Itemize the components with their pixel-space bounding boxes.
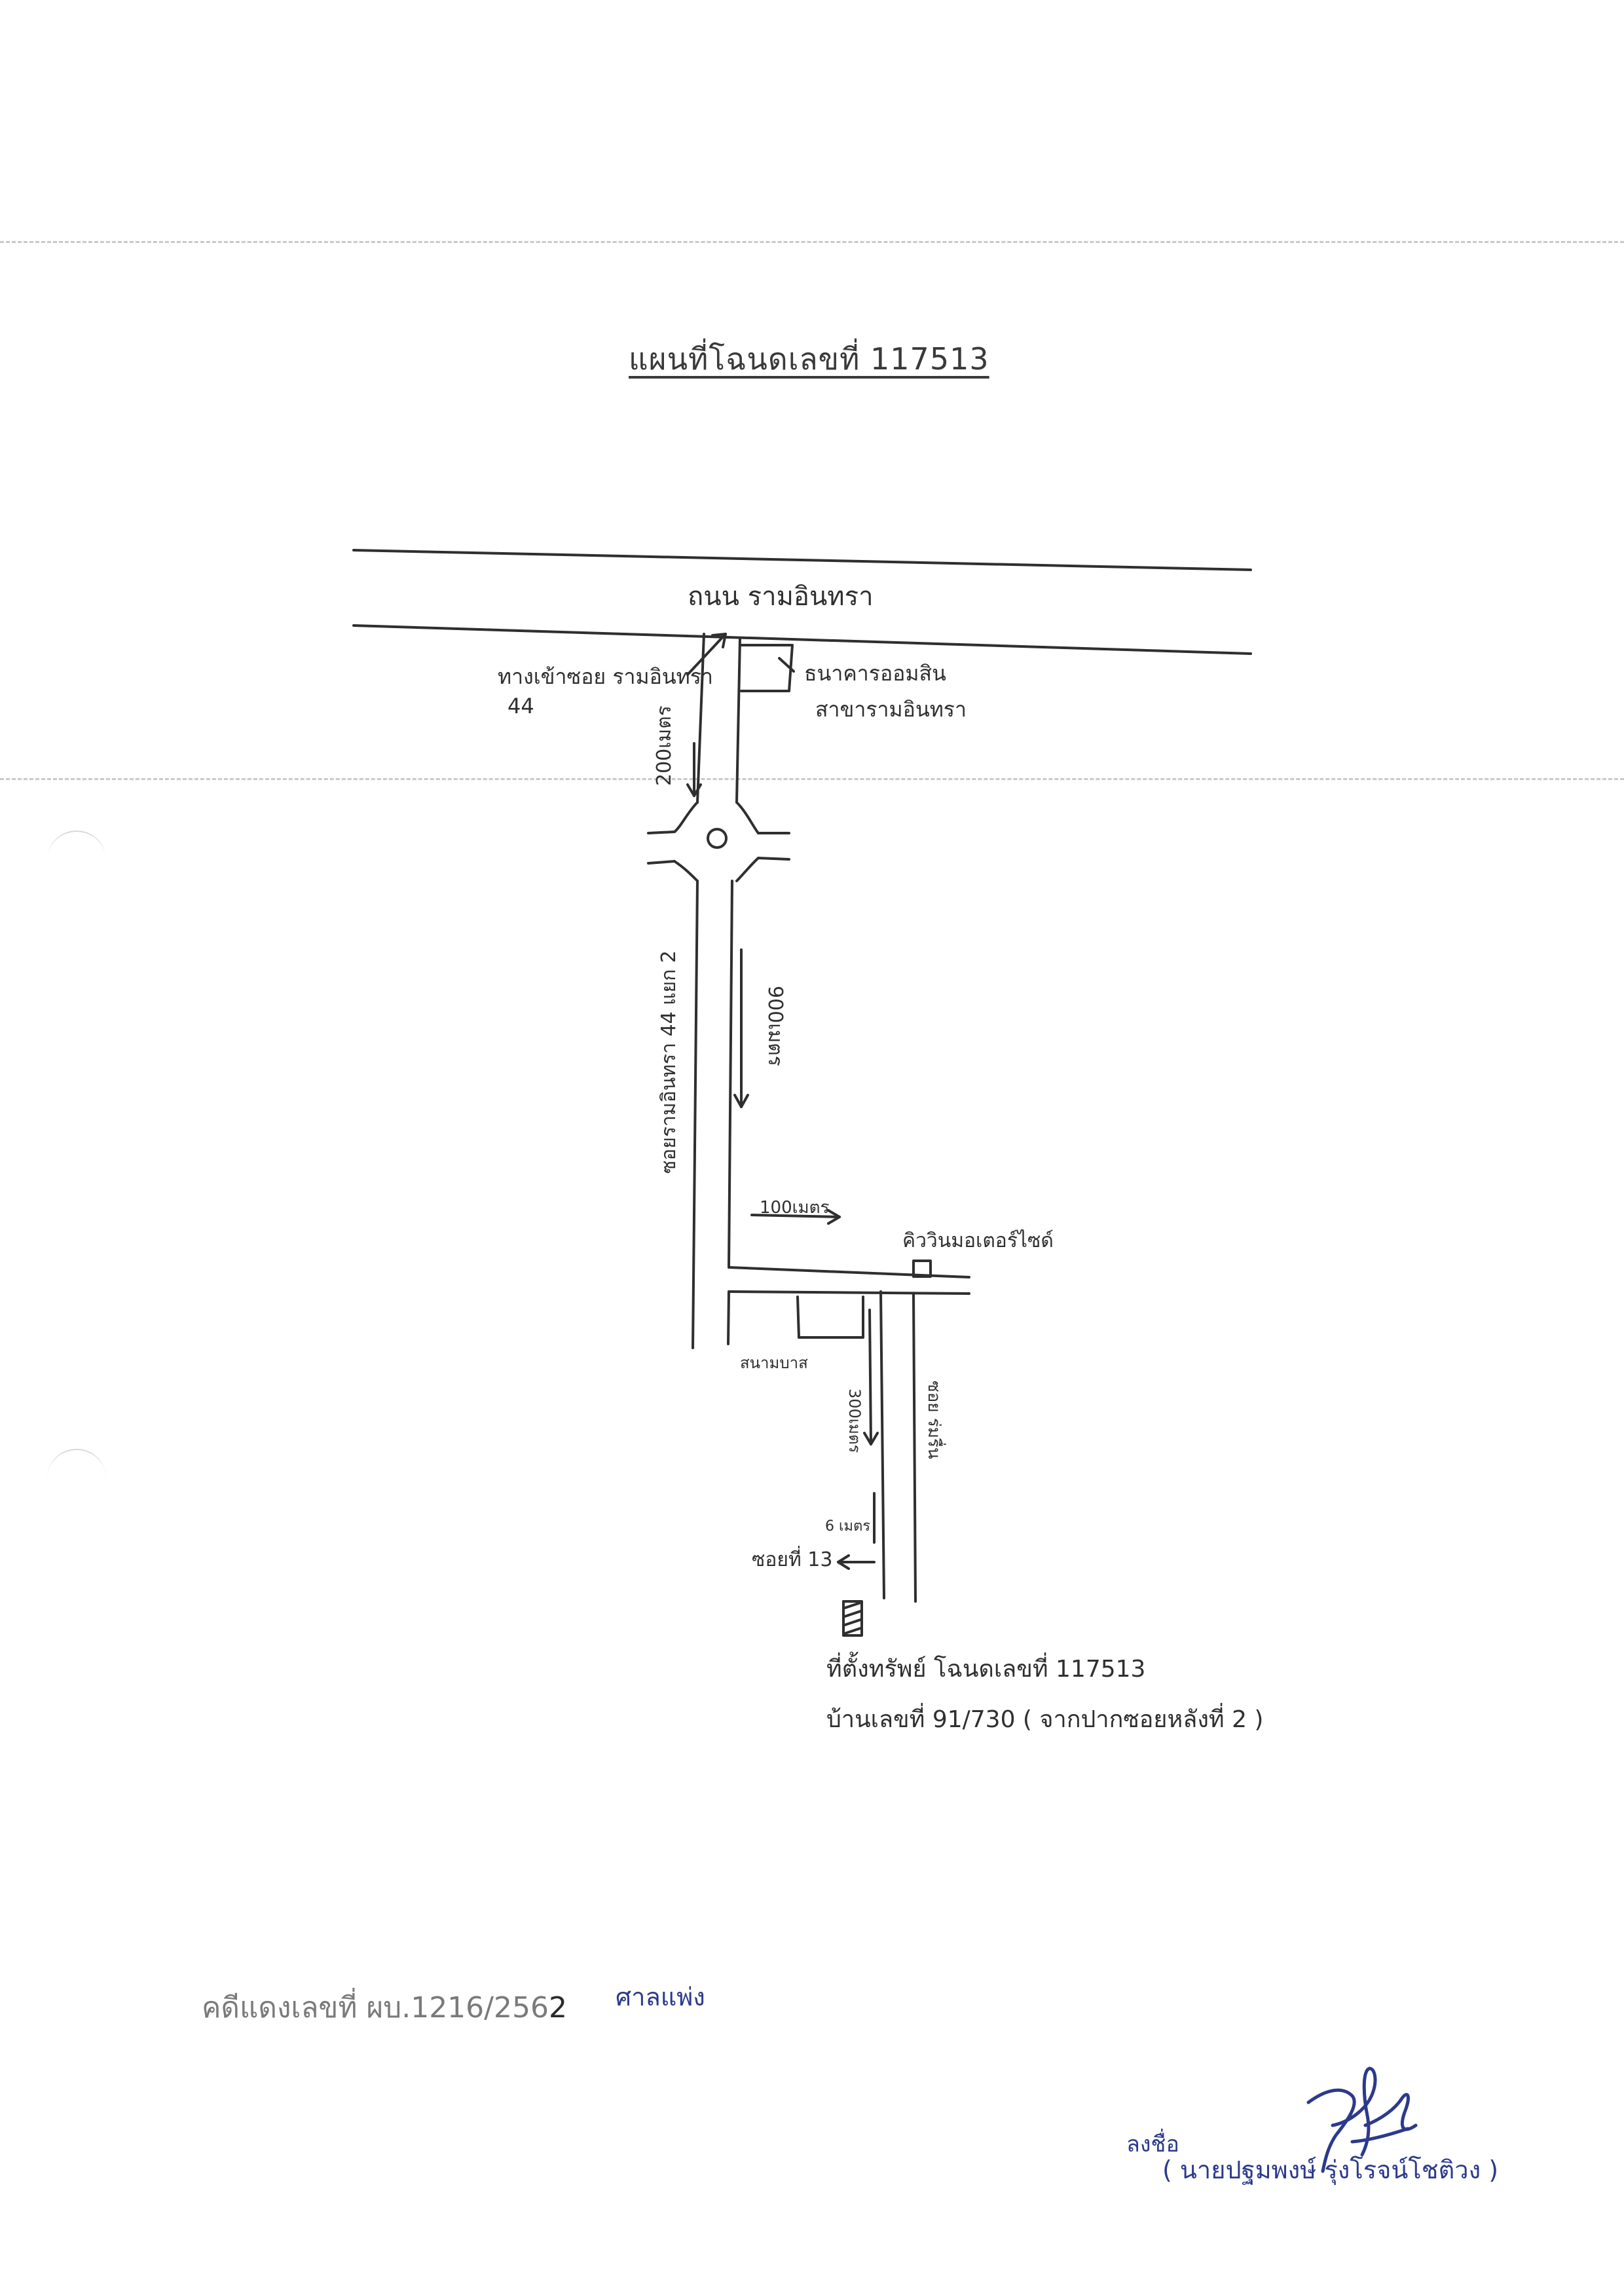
scan-fold-line	[0, 241, 1624, 243]
basketball-court-label: สนามบาส	[740, 1354, 808, 1372]
property-marker	[842, 1600, 863, 1637]
roundabout-arc	[735, 857, 760, 882]
case-number-prefix: คดีแดงเลขที่ ผบ.1216/256	[202, 1991, 549, 2024]
court-note: ศาลแพ่ง	[616, 1983, 705, 2011]
distance-900m-label: 900เมตร	[764, 986, 786, 1066]
main-road-bottom-edge	[352, 624, 1252, 655]
case-number-last-digit: 2	[548, 1991, 567, 2024]
bank-pointer-arrow	[778, 657, 795, 673]
distance-100m-label: 100เมตร	[760, 1198, 830, 1218]
entrance-label: ทางเข้าซอย รามอินทรา	[498, 664, 713, 689]
soi-romruen-label: ซอย ร่มรื่น	[924, 1381, 944, 1459]
entrance-arrow	[686, 633, 727, 676]
distance-300m-label: 300เมตร	[845, 1389, 864, 1453]
basketball-court-box	[796, 1296, 864, 1339]
punch-hole-mark	[47, 830, 106, 871]
roundabout-arc	[673, 801, 699, 833]
bank-label: ธนาคารออมสิน	[804, 661, 946, 686]
soi-44-yaek-2-right-edge	[728, 880, 733, 1269]
handwritten-signature	[1306, 2066, 1418, 2173]
distance-6m-label: 6 เมตร	[825, 1518, 871, 1535]
bank-building	[739, 644, 794, 692]
scan-fold-line	[0, 778, 1624, 780]
soi-romruen-right-edge	[912, 1292, 917, 1603]
property-label: ที่ตั้งทรัพย์ โฉนดเลขที่ 117513	[826, 1656, 1146, 1683]
side-road-left-bottom	[647, 860, 676, 865]
side-road-right-bottom	[757, 857, 790, 861]
arrow-300m	[868, 1309, 872, 1446]
roundabout-arc	[735, 801, 760, 834]
cross-road-top-edge	[728, 1266, 970, 1278]
soi-romruen-left-edge	[879, 1290, 885, 1599]
sign-label: ลงชื่อ	[1126, 2131, 1179, 2157]
cross-road-bottom-edge	[728, 1290, 970, 1295]
main-road-top-edge	[352, 549, 1252, 571]
entrance-label-number: 44	[507, 694, 534, 718]
motorcycle-shop-label: คิววินมอเตอร์ไซด์	[902, 1229, 1054, 1252]
page-title: แผนที่โฉนดเลขที่ 117513	[629, 341, 989, 377]
distance-200m-label: 200เมตร	[653, 705, 676, 786]
main-road-label: ถนน รามอินทรา	[688, 582, 874, 612]
cross-road-stub	[727, 1290, 730, 1345]
bank-branch-label: สาขารามอินทรา	[815, 697, 967, 722]
property-house-number-label: บ้านเลขที่ 91/730 ( จากปากซอยหลังที่ 2 )	[826, 1706, 1264, 1733]
case-number: คดีแดงเลขที่ ผบ.1216/2562	[202, 1985, 567, 2030]
roundabout-center	[707, 828, 728, 849]
punch-hole-mark	[47, 1449, 106, 1489]
signer-name: ( นายปฐมพงษ์ รุ่งโรจน์โชติวง )	[1162, 2155, 1499, 2184]
side-road-left-top	[647, 830, 676, 834]
arrow-100m	[750, 1214, 841, 1218]
roundabout-arc	[673, 860, 699, 882]
soi-44-yaek-2-label: ซอยรามอินทรา 44 แยก 2	[657, 950, 680, 1174]
soi-44-left-edge	[696, 633, 705, 804]
soi-44-right-edge	[735, 637, 741, 804]
soi-13-label: ซอยที่ 13	[752, 1548, 833, 1571]
soi-44-yaek-2-left-edge	[692, 880, 699, 1349]
shop-marker	[912, 1259, 932, 1278]
